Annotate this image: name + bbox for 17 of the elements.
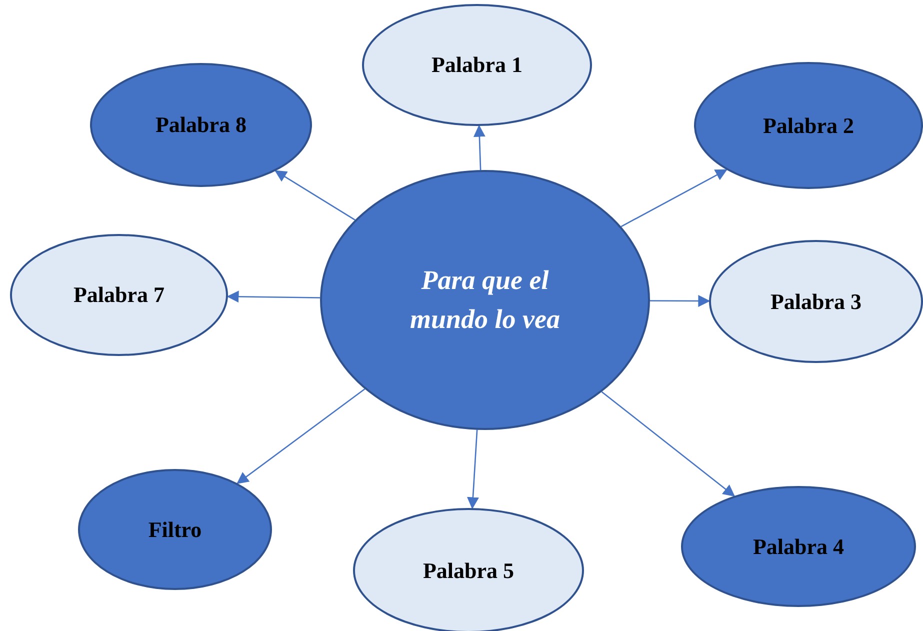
node-label: Palabra 5 [422, 558, 514, 584]
node-label: Palabra 7 [73, 282, 165, 308]
node-label: Palabra 1 [431, 52, 523, 78]
arrow [601, 391, 736, 497]
arrow [236, 388, 366, 484]
arrow [226, 290, 320, 303]
arrow [274, 170, 356, 220]
node-label: Para que el mundo lo vea [408, 264, 561, 336]
node-label: Palabra 4 [752, 534, 844, 560]
node-label: Palabra 8 [155, 112, 247, 138]
arrow [473, 124, 486, 170]
arrow [620, 169, 728, 228]
arrow [650, 294, 710, 307]
node-label: Filtro [148, 516, 202, 542]
node-label: Palabra 2 [762, 112, 854, 138]
arrow [466, 430, 479, 510]
node-label: Palabra 3 [770, 288, 862, 314]
